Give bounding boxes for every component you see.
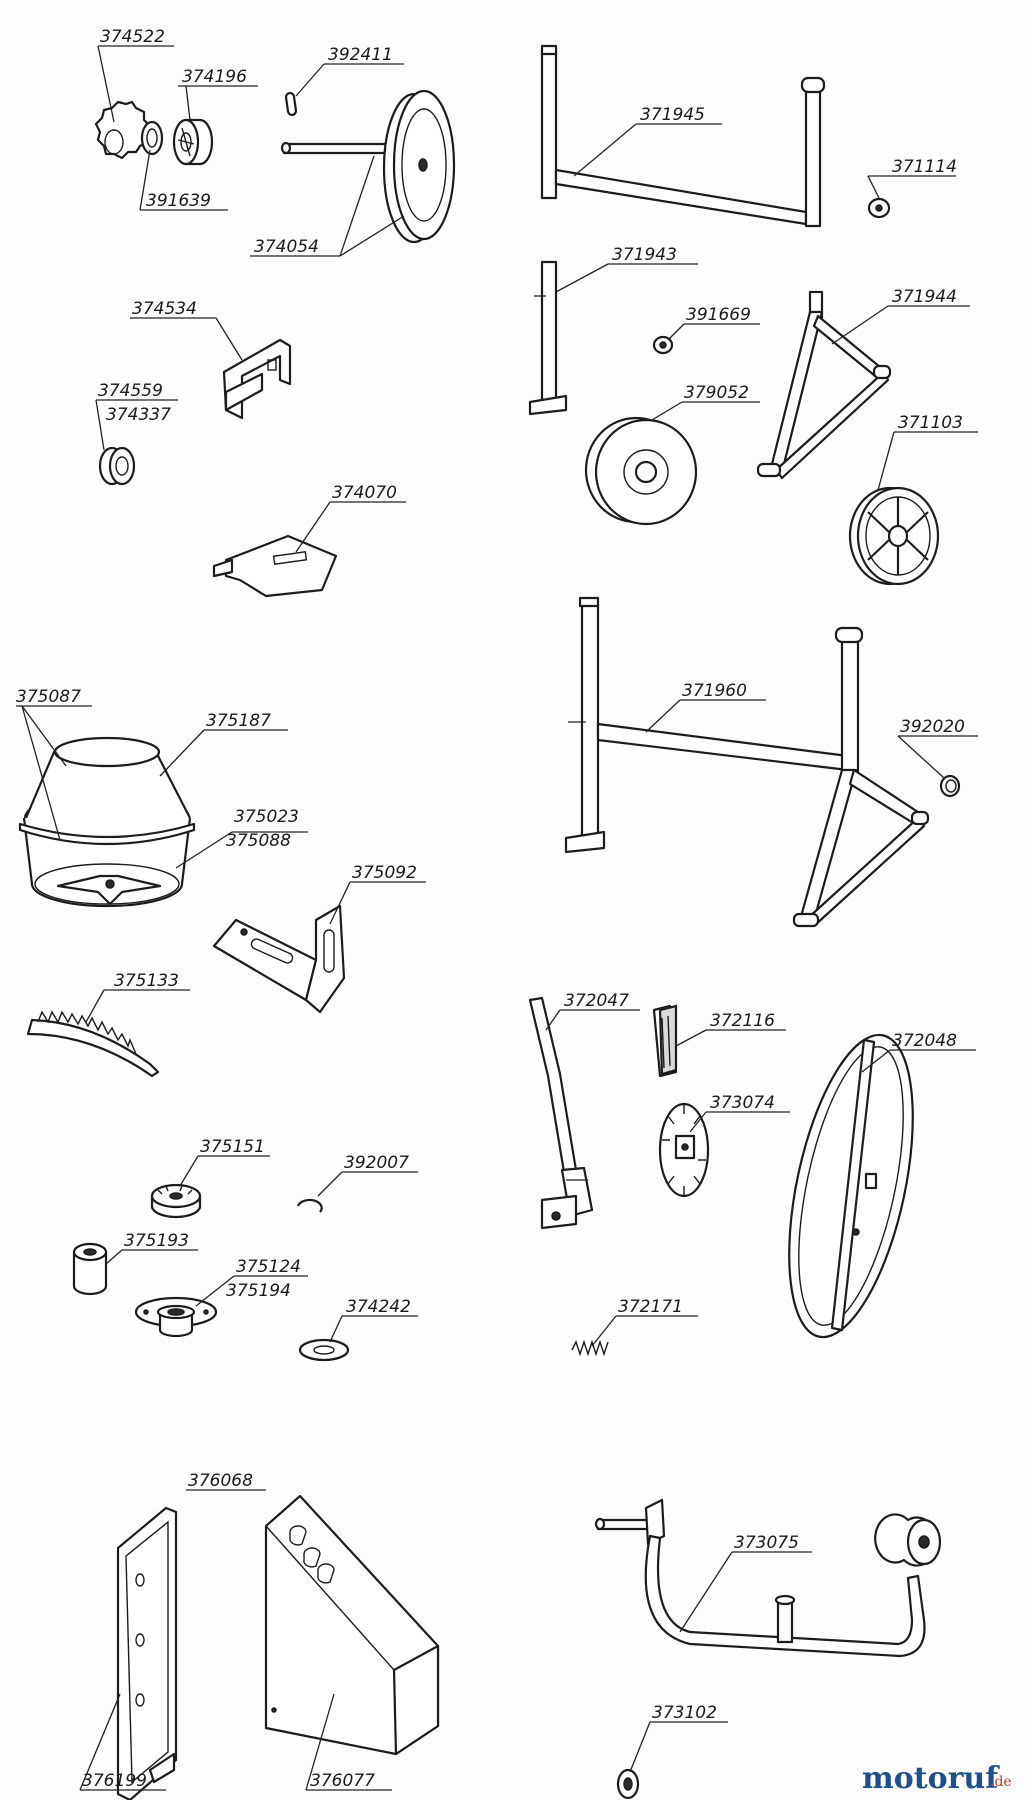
sealing-ring-drawing — [298, 1338, 350, 1362]
angle-bracket-drawing — [212, 904, 346, 1014]
part-number-374196: 374196 — [182, 67, 247, 87]
tilt-lever-drawing — [528, 996, 594, 1230]
frame-upper-drawing — [540, 44, 826, 228]
mounting-bracket-drawing — [222, 338, 292, 420]
part-number-391669: 391669 — [686, 305, 751, 325]
spoked-wheel-drawing — [848, 486, 940, 586]
large-washer-drawing — [616, 1768, 640, 1800]
motor-plate-drawing — [212, 534, 338, 598]
part-number-373075: 373075 — [734, 1533, 799, 1553]
flange-bearing-drawing — [134, 1296, 218, 1338]
main-frame-drawing — [564, 596, 930, 928]
pinion-gear-drawing — [94, 100, 152, 160]
part-number-375087: 375087 — [16, 687, 81, 707]
spring-drawing — [571, 1339, 609, 1357]
part-number-372171: 372171 — [618, 1297, 683, 1317]
part-number-374522: 374522 — [100, 27, 165, 47]
locking-disc-drawing — [658, 1102, 710, 1198]
part-number-375023: 375023 — [234, 807, 299, 827]
part-number-392007: 392007 — [344, 1153, 409, 1173]
part-number-371945: 371945 — [640, 105, 705, 125]
gear-ring-segment-drawing — [26, 1010, 160, 1078]
part-number-371944: 371944 — [892, 287, 957, 307]
part-number-375088: 375088 — [226, 831, 291, 851]
part-number-375092: 375092 — [352, 863, 417, 883]
cover-plate-drawing — [116, 1506, 178, 1800]
bushing-drawing — [72, 1242, 108, 1296]
part-number-373074: 373074 — [710, 1093, 775, 1113]
part-number-374534: 374534 — [132, 299, 197, 319]
part-number-375193: 375193 — [124, 1231, 189, 1251]
part-number-372047: 372047 — [564, 991, 629, 1011]
nut-drawing — [652, 335, 674, 355]
wheel-axle-drawing — [280, 89, 456, 244]
part-number-371943: 371943 — [612, 245, 677, 265]
tilt-wheel-drawing — [788, 1033, 914, 1339]
part-number-375187: 375187 — [206, 711, 271, 731]
part-number-375151: 375151 — [200, 1137, 265, 1157]
part-number-374070: 374070 — [332, 483, 397, 503]
hub-gear-drawing — [150, 1183, 202, 1219]
part-number-375194: 375194 — [226, 1281, 291, 1301]
brand-logo: motoruf .de — [862, 1761, 1012, 1796]
part-number-375124: 375124 — [236, 1257, 301, 1277]
circlip-drawing — [296, 1198, 323, 1213]
end-cap-drawing — [939, 774, 961, 798]
leader-lines — [16, 45, 978, 1791]
part-number-374054: 374054 — [254, 237, 319, 257]
part-number-374559: 374559 — [98, 381, 163, 401]
part-number-374242: 374242 — [346, 1297, 411, 1317]
part-number-392411: 392411 — [328, 45, 393, 65]
drum-drawing — [18, 736, 196, 908]
part-number-374337: 374337 — [106, 405, 171, 425]
part-number-376077: 376077 — [310, 1771, 375, 1791]
small-pulley-drawing — [98, 446, 136, 486]
part-number-376068: 376068 — [188, 1471, 253, 1491]
brand-suffix: .de — [990, 1774, 1012, 1790]
part-number-372048: 372048 — [892, 1031, 957, 1051]
part-number-379052: 379052 — [684, 383, 749, 403]
cap-drawing — [867, 197, 891, 219]
washer-drawing — [140, 120, 164, 156]
part-number-391639: 391639 — [146, 191, 211, 211]
part-labels: 374522 374196 391639 392411 374054 37194… — [16, 27, 965, 1791]
solid-wheel-drawing — [584, 416, 698, 526]
part-number-371960: 371960 — [682, 681, 747, 701]
part-number-375133: 375133 — [114, 971, 179, 991]
part-number-376199: 376199 — [82, 1771, 147, 1791]
part-number-392020: 392020 — [900, 717, 965, 737]
part-number-371114: 371114 — [892, 157, 957, 177]
rubber-block-drawing — [652, 1004, 678, 1078]
pulley-drawing — [172, 118, 214, 166]
u-frame-drawing — [594, 1498, 942, 1658]
pin-drawing — [284, 91, 298, 117]
part-number-371103: 371103 — [898, 413, 963, 433]
frame-leg-drawing — [528, 260, 568, 416]
part-number-373102: 373102 — [652, 1703, 717, 1723]
part-number-372116: 372116 — [710, 1011, 775, 1031]
frame-a-leg-drawing — [756, 290, 892, 480]
brand-wordmark: motoruf — [862, 1761, 1000, 1796]
motor-cover-drawing — [264, 1494, 440, 1756]
